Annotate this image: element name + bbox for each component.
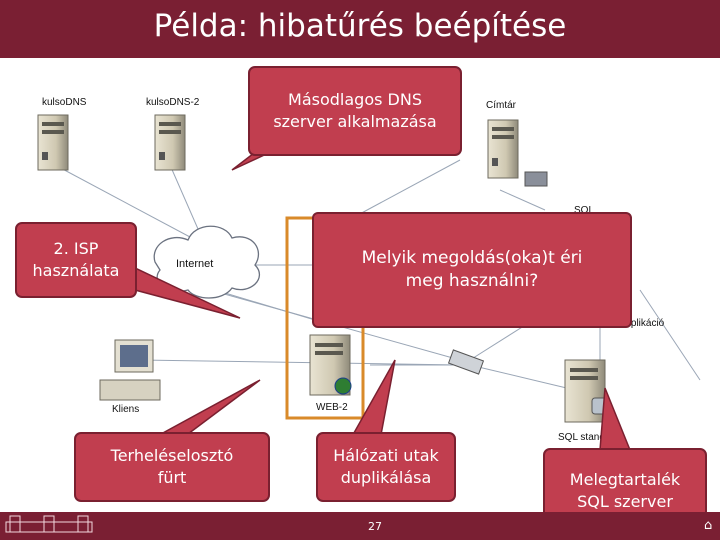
slide-title: Példa: hibatűrés beépítése: [153, 8, 567, 44]
secondary-dns-callout: Másodlagos DNS szerver alkalmazása: [248, 66, 462, 156]
network-switch-icon: [447, 349, 485, 375]
page-number: 27: [368, 520, 382, 533]
footer-bar: [0, 512, 720, 540]
sql-server-label: SQL: [574, 205, 595, 216]
internet-cloud-icon: [153, 225, 261, 299]
client-label: Kliens: [112, 404, 140, 415]
load-balancer-callout: Terheléselosztó fürt: [74, 432, 270, 502]
question-callout: Melyik megoldás(oka)t éri meg használni?: [312, 212, 632, 328]
replication-label: replikáció: [622, 318, 665, 329]
client-computer-icon: [99, 339, 161, 401]
title-bar: [0, 0, 720, 58]
directory-server-icon: [487, 119, 548, 187]
dns-server-label: kulsoDNS: [42, 97, 87, 108]
university-logo-icon: [5, 515, 93, 533]
path-duplication-callout: Hálózati utak duplikálása: [316, 432, 456, 502]
second-isp-callout: 2. ISP használata: [15, 222, 137, 298]
dns-server-2-icon: [154, 114, 186, 171]
dns-server-icon: [37, 114, 69, 171]
directory-server-label: Címtár: [486, 100, 516, 111]
web-2-label: WEB-2: [316, 402, 348, 413]
web-2-server-icon: [309, 334, 352, 396]
internet-label: Internet: [176, 258, 214, 270]
dns-server-2-label: kulsoDNS-2: [146, 97, 200, 108]
department-logo-icon: ⌂: [704, 518, 713, 533]
sql-standby-label: SQL standby: [558, 432, 616, 443]
